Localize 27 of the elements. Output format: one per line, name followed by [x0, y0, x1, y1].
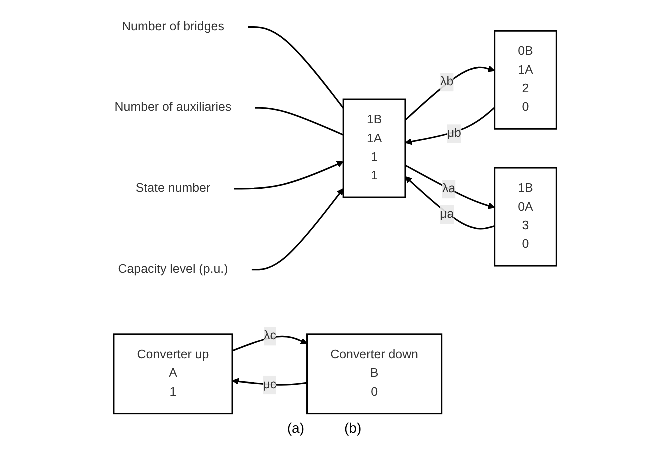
edge-label: μb: [448, 126, 462, 140]
arrow: [232, 336, 308, 352]
connector: [248, 26, 345, 109]
panel-label: (b): [344, 420, 362, 436]
arrow: [406, 164, 496, 210]
arrow: [252, 188, 344, 271]
arrow: [232, 378, 308, 386]
node-box: Converter down B 0: [306, 334, 444, 415]
panel-label: (a): [287, 420, 304, 436]
arrow: [406, 107, 496, 146]
node-box: Converter up A 1: [114, 334, 234, 415]
arrow: [406, 176, 496, 230]
edge-label: μa: [440, 208, 455, 221]
arrow: [234, 161, 344, 190]
node-box: 0B 1A 2 0: [494, 30, 558, 130]
node-text: Capacity level (p.u.): [118, 262, 229, 276]
node-text: Number of auxiliaries: [115, 101, 232, 114]
node-text: State number: [136, 182, 212, 196]
arrow: [405, 66, 496, 121]
edge-label: μc: [264, 378, 278, 392]
node-box: 1B 1A 1 1: [343, 98, 407, 198]
node-text: Number of bridges: [122, 20, 225, 34]
edge-label: λa: [442, 182, 456, 196]
edge-label: λb: [440, 75, 454, 89]
connector: [255, 107, 344, 136]
edge-label: λc: [264, 329, 277, 343]
node-box: 1B 0A 3 0: [494, 167, 558, 267]
